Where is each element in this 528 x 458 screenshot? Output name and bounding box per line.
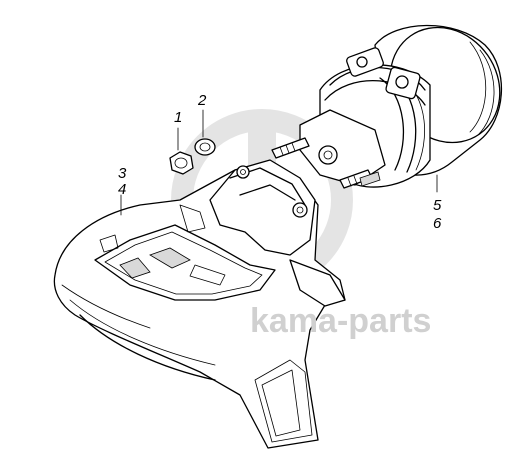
washer-part xyxy=(194,109,216,156)
callout-6: 6 xyxy=(433,215,442,232)
callout-3: 3 xyxy=(118,165,127,182)
callout-4: 4 xyxy=(118,181,126,198)
callout-5: 5 xyxy=(433,197,442,214)
brake-chamber xyxy=(271,24,503,193)
callout-1: 1 xyxy=(174,109,182,126)
nut-part xyxy=(169,127,194,175)
callout-2: 2 xyxy=(197,92,207,109)
brake-caliper xyxy=(53,159,346,449)
watermark-text: kama-parts xyxy=(250,302,431,340)
